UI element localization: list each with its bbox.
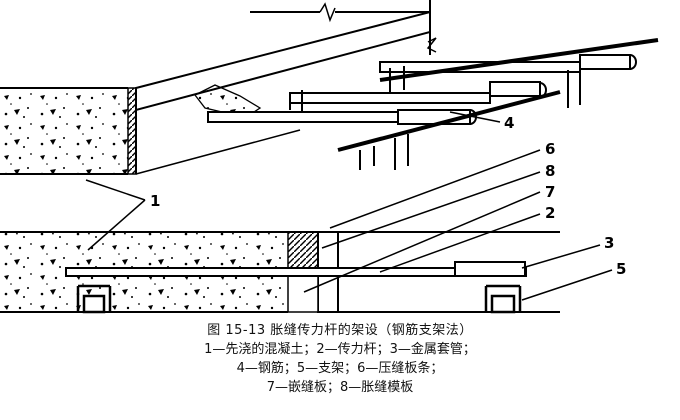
label-7: 7 <box>545 183 555 201</box>
leader-1 <box>85 179 146 251</box>
embedded-joint-board <box>287 231 321 273</box>
caption-title: 图 15-13 胀缝传力杆的架设（钢筋支架法） <box>207 323 473 338</box>
label-3: 3 <box>604 234 614 252</box>
caption-legend-line: 1—先浇的混凝土；2—传力杆；3—金属套管； <box>204 342 476 357</box>
section-supports <box>76 284 522 314</box>
expansion-joint-diagram: 1 4 6 8 7 2 3 5 <box>0 0 659 314</box>
label-5: 5 <box>616 260 626 278</box>
joint-cap-strip <box>287 271 319 313</box>
perspective-view <box>0 0 659 175</box>
supports <box>289 66 581 170</box>
leader-2 <box>379 213 541 273</box>
label-1: 1 <box>150 192 160 210</box>
label-8: 8 <box>545 162 555 180</box>
upper-joint-board <box>127 87 137 175</box>
callout-labels: 1 4 6 8 7 2 3 5 <box>150 114 626 278</box>
caption-legend-line: 4—钢筋；5—支架；6—压缝板条； <box>236 361 444 376</box>
section-sleeve <box>454 261 526 277</box>
label-6: 6 <box>545 140 555 158</box>
upper-concrete-slab <box>0 88 128 174</box>
caption-legend-line: 7—嵌缝板；8—胀缝模板 <box>266 380 414 395</box>
label-4: 4 <box>504 114 514 132</box>
section-view <box>0 231 560 314</box>
leader-6 <box>329 149 541 229</box>
leader-5 <box>521 269 613 301</box>
leader-4 <box>449 111 501 123</box>
leader-3 <box>521 244 601 269</box>
figure-caption: 图 15-13 胀缝传力杆的架设（钢筋支架法） 1—先浇的混凝土；2—传力杆；3… <box>0 322 680 397</box>
leader-7 <box>303 191 541 293</box>
leader-8 <box>321 171 541 249</box>
rebars <box>337 38 659 152</box>
label-2: 2 <box>545 204 555 222</box>
leader-lines <box>85 111 613 301</box>
